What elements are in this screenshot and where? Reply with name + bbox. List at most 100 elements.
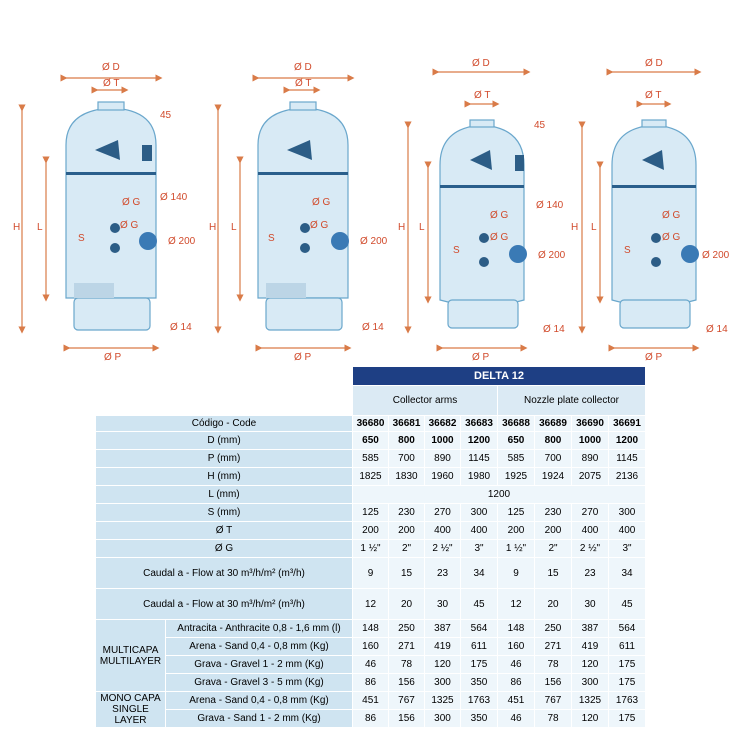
dim-t-label: Ø T <box>645 90 661 101</box>
value-cell: 270 <box>424 503 461 522</box>
dim-t-label: Ø T <box>295 78 311 89</box>
filter-drawing-4: Ø D Ø T H L Ø P Ø 200 Ø G Ø G S Ø 14 <box>571 58 730 362</box>
value-cell: 800 <box>534 431 572 450</box>
value-cell: 1200 <box>460 431 498 450</box>
value-cell: 78 <box>388 655 425 674</box>
dim-200-label: Ø 200 <box>168 236 196 247</box>
value-cell: 175 <box>608 709 646 728</box>
value-cell: 419 <box>571 637 609 656</box>
value-cell: 2 ½" <box>424 539 461 558</box>
value-cell: 86 <box>352 709 389 728</box>
value-cell: 120 <box>424 655 461 674</box>
value-cell: 1145 <box>460 449 498 468</box>
dim-h-label: H <box>13 222 20 233</box>
value-cell: 2136 <box>608 467 646 486</box>
value-cell: 1825 <box>352 467 389 486</box>
value-cell: 250 <box>388 619 425 638</box>
value-cell: 250 <box>534 619 572 638</box>
dim-140-label: Ø 140 <box>536 200 564 211</box>
value-cell: 78 <box>534 709 572 728</box>
value-cell: 12 <box>352 588 389 620</box>
value-cell: 1980 <box>460 467 498 486</box>
value-cell: 300 <box>424 673 461 692</box>
value-cell: 1325 <box>571 691 609 710</box>
value-cell: 86 <box>352 673 389 692</box>
row-label: P (mm) <box>95 449 353 468</box>
filter-drawing-3: Ø D Ø T H L Ø P 45 Ø 140 Ø 200 Ø G Ø G S… <box>398 58 566 362</box>
code-cell: 36681 <box>388 415 425 432</box>
dim-14-label: Ø 14 <box>170 322 192 333</box>
table-row: DELTA 12 <box>95 366 646 386</box>
dim-45-label: 45 <box>534 120 546 131</box>
value-cell: 1200 <box>352 485 646 504</box>
value-cell: 230 <box>388 503 425 522</box>
value-cell: 46 <box>352 655 389 674</box>
dim-l-label: L <box>37 222 43 233</box>
empty-cell <box>95 385 353 416</box>
dim-200-label: Ø 200 <box>360 236 388 247</box>
value-cell: 300 <box>608 503 646 522</box>
dim-t-label: Ø T <box>103 78 119 89</box>
value-cell: 156 <box>388 673 425 692</box>
single-layer-label: MONO CAPA SINGLE LAYER <box>95 691 166 728</box>
value-cell: 800 <box>388 431 425 450</box>
value-cell: 30 <box>571 588 609 620</box>
value-cell: 1763 <box>608 691 646 710</box>
value-cell: 1830 <box>388 467 425 486</box>
value-cell: 1000 <box>571 431 609 450</box>
value-cell: 160 <box>352 637 389 656</box>
value-cell: 148 <box>352 619 389 638</box>
value-cell: 300 <box>460 503 498 522</box>
flow-label: Caudal a - Flow at 30 m³/h/m² (m³/h) <box>95 588 353 620</box>
value-cell: 200 <box>388 521 425 540</box>
row-label: Ø T <box>95 521 353 540</box>
value-cell: 451 <box>352 691 389 710</box>
value-cell: 1763 <box>460 691 498 710</box>
value-cell: 2 ½" <box>571 539 609 558</box>
value-cell: 230 <box>534 503 572 522</box>
value-cell: 890 <box>571 449 609 468</box>
code-cell: 36691 <box>608 415 646 432</box>
dim-d-label: Ø D <box>102 62 120 73</box>
value-cell: 1 ½" <box>352 539 389 558</box>
dim-14-label: Ø 14 <box>362 322 384 333</box>
value-cell: 300 <box>571 673 609 692</box>
group-nozzle-plate: Nozzle plate collector <box>497 385 646 416</box>
dim-s-label: S <box>268 233 275 244</box>
code-cell: 36680 <box>352 415 389 432</box>
filter-technical-drawings: Ø D Ø T H L Ø P 45 Ø 140 Ø 200 Ø G Ø G S… <box>13 58 730 362</box>
dim-g-label: Ø G <box>312 197 331 208</box>
dim-p-label: Ø P <box>645 352 663 362</box>
value-cell: 23 <box>571 557 609 589</box>
row-label: Ø G <box>95 539 353 558</box>
dim-s-label: S <box>453 245 460 256</box>
row-label: Grava - Gravel 3 - 5 mm (Kg) <box>165 673 353 692</box>
value-cell: 1960 <box>424 467 461 486</box>
dim-s-label: S <box>78 233 85 244</box>
row-label: S (mm) <box>95 503 353 522</box>
value-cell: 34 <box>460 557 498 589</box>
value-cell: 700 <box>534 449 572 468</box>
value-cell: 419 <box>424 637 461 656</box>
value-cell: 45 <box>460 588 498 620</box>
table-row: L (mm)1200 <box>95 485 646 504</box>
code-label: Código - Code <box>95 415 353 432</box>
value-cell: 12 <box>497 588 535 620</box>
value-cell: 45 <box>608 588 646 620</box>
row-label: H (mm) <box>95 467 353 486</box>
dim-h-label: H <box>398 222 405 233</box>
value-cell: 1925 <box>497 467 535 486</box>
value-cell: 2" <box>388 539 425 558</box>
value-cell: 20 <box>388 588 425 620</box>
value-cell: 23 <box>424 557 461 589</box>
value-cell: 387 <box>571 619 609 638</box>
value-cell: 650 <box>352 431 389 450</box>
value-cell: 2" <box>534 539 572 558</box>
